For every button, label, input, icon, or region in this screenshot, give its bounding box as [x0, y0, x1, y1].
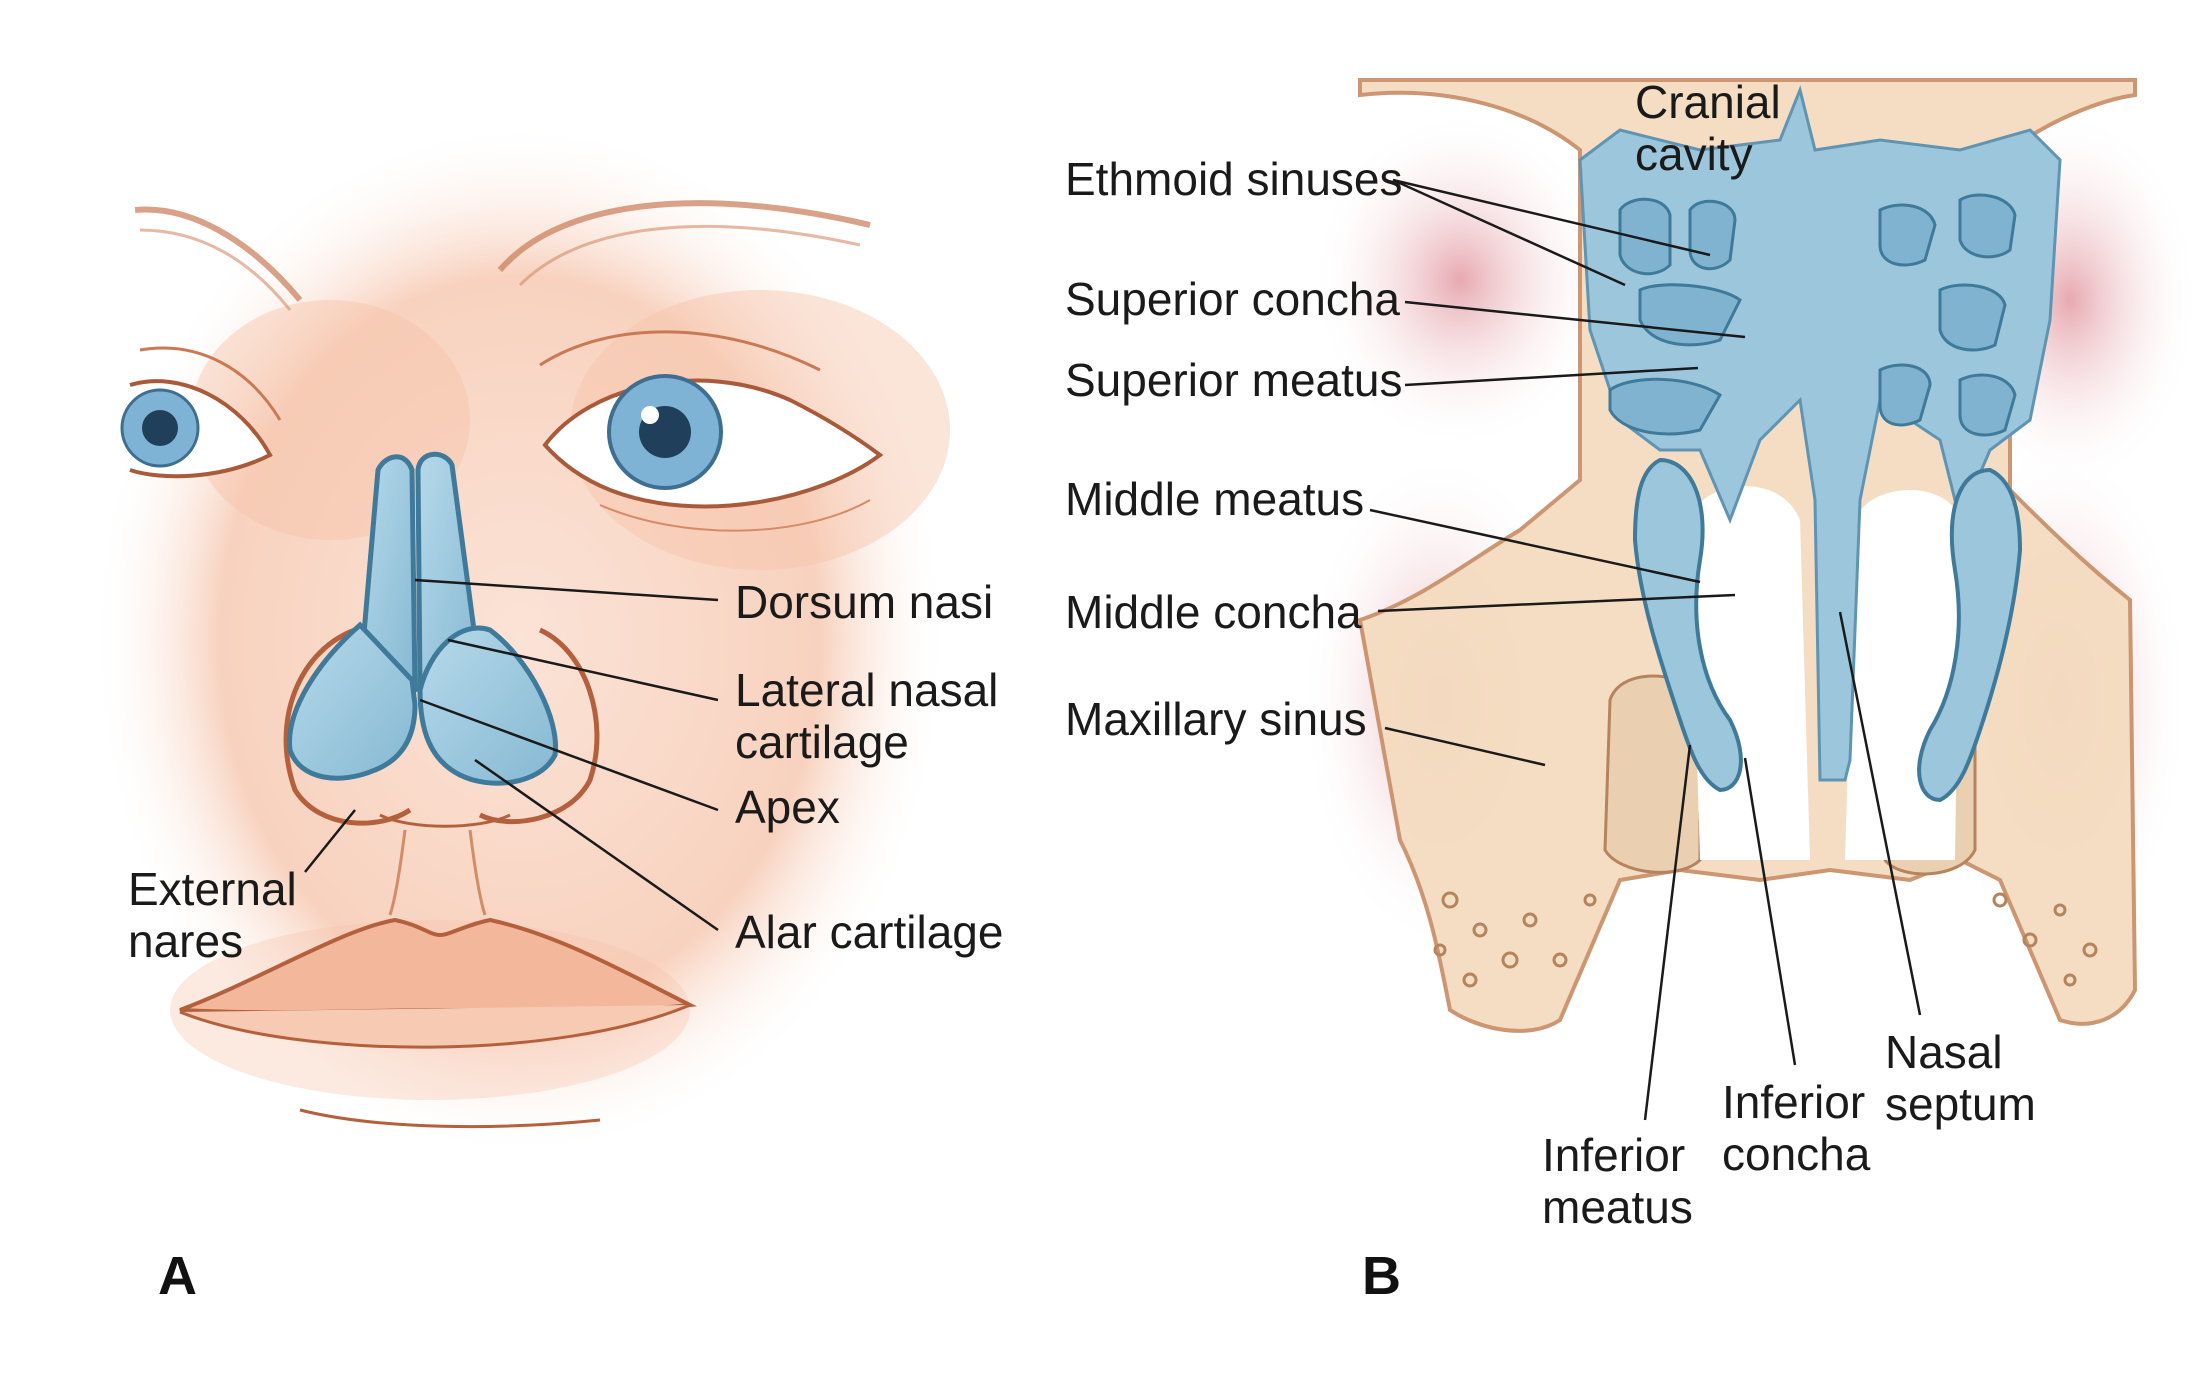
label-ethmoid-sinuses: Ethmoid sinuses [1065, 153, 1403, 205]
label-nasal-septum-line1: Nasal [1885, 1026, 2003, 1078]
label-cranial-cavity-line1: Cranial [1635, 76, 1781, 128]
label-cranial-cavity-line2: cavity [1635, 128, 1753, 180]
nasal-cavity-section [1300, 78, 2197, 1033]
label-lateral-nasal-cartilage-line2: cartilage [735, 716, 909, 768]
label-inferior-concha-line1: Inferior [1722, 1076, 1866, 1128]
label-superior-concha: Superior concha [1065, 273, 1400, 325]
label-external-nares-line2: nares [128, 915, 244, 967]
label-middle-concha: Middle concha [1065, 586, 1362, 638]
panel-letter-b: B [1362, 1246, 1401, 1306]
face-illustration [90, 120, 950, 1160]
label-middle-meatus: Middle meatus [1065, 473, 1365, 525]
panel-letter-a: A [158, 1246, 197, 1306]
label-external-nares-line1: External [128, 863, 297, 915]
label-lateral-nasal-cartilage-line1: Lateral nasal [735, 664, 999, 716]
label-superior-meatus: Superior meatus [1065, 354, 1403, 406]
label-inferior-meatus-line2: meatus [1542, 1181, 1693, 1233]
label-nasal-septum-line2: septum [1885, 1078, 2036, 1130]
label-alar-cartilage: Alar cartilage [735, 906, 1004, 958]
label-inferior-meatus-line1: Inferior [1542, 1129, 1686, 1181]
label-apex: Apex [735, 781, 840, 833]
label-inferior-concha-line2: concha [1722, 1128, 1871, 1180]
leader-lines [304, 178, 1922, 1121]
label-maxillary-sinus: Maxillary sinus [1065, 693, 1367, 745]
label-dorsum-nasi: Dorsum nasi [735, 576, 994, 628]
